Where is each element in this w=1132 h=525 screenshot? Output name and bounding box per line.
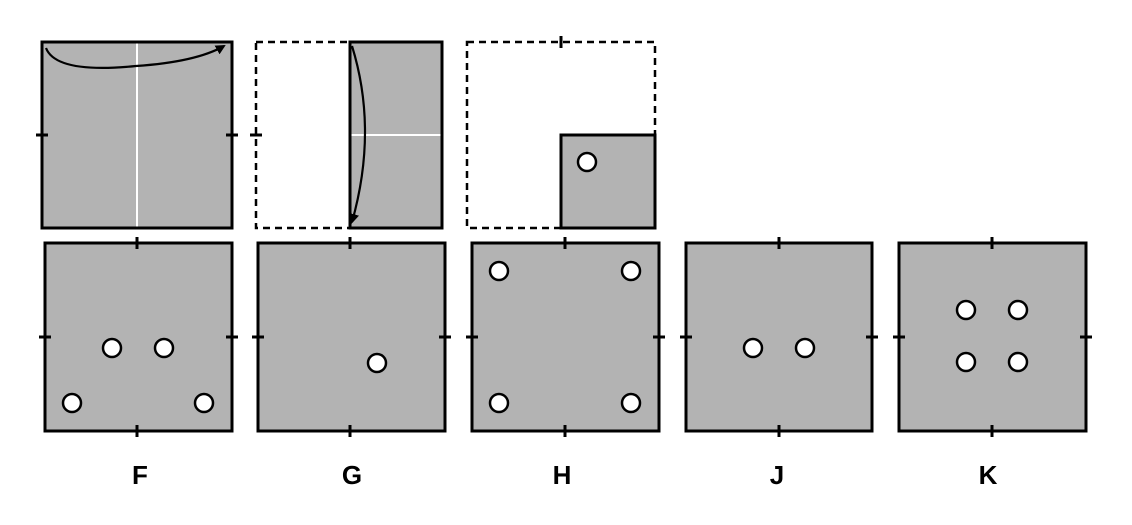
- step3-paper-outline: [559, 133, 657, 230]
- answer-option-k[interactable]: K: [893, 237, 1092, 490]
- option-j-hole: [794, 337, 816, 359]
- step3-paper: [561, 135, 655, 228]
- option-f-hole: [61, 392, 83, 414]
- option-k-label: K: [979, 460, 998, 490]
- option-j-label: J: [770, 460, 784, 490]
- answer-option-g[interactable]: G: [252, 237, 451, 490]
- option-f-hole: [101, 337, 123, 359]
- option-h-hole: [488, 392, 510, 414]
- fold-step-1: [36, 40, 238, 230]
- option-h-hole: [488, 260, 510, 282]
- step1-fold-arrow: [44, 45, 226, 69]
- option-j-paper: [686, 243, 872, 431]
- option-g-label: G: [342, 460, 362, 490]
- step3-punched-hole: [576, 151, 598, 173]
- answer-option-j[interactable]: J: [680, 237, 878, 490]
- option-k-paper: [899, 243, 1086, 431]
- option-f-hole: [193, 392, 215, 414]
- step2-fold-arrow: [349, 45, 367, 224]
- fold-step-3: [465, 36, 657, 230]
- option-f-hole: [153, 337, 175, 359]
- answer-option-h[interactable]: H: [466, 237, 665, 490]
- option-h-label: H: [553, 460, 572, 490]
- option-k-hole: [1007, 299, 1029, 321]
- option-k-hole: [1007, 351, 1029, 373]
- option-h-hole: [620, 392, 642, 414]
- step2-paper-outline: [348, 40, 444, 230]
- answer-option-f[interactable]: F: [39, 237, 238, 490]
- option-k-hole: [955, 299, 977, 321]
- option-g-paper: [258, 243, 445, 431]
- option-h-hole: [620, 260, 642, 282]
- fold-step-2: [250, 40, 444, 230]
- option-g-hole: [366, 352, 388, 374]
- option-k-hole: [955, 351, 977, 373]
- step2-original-outline: [254, 40, 352, 230]
- option-j-hole: [742, 337, 764, 359]
- option-f-label: F: [132, 460, 148, 490]
